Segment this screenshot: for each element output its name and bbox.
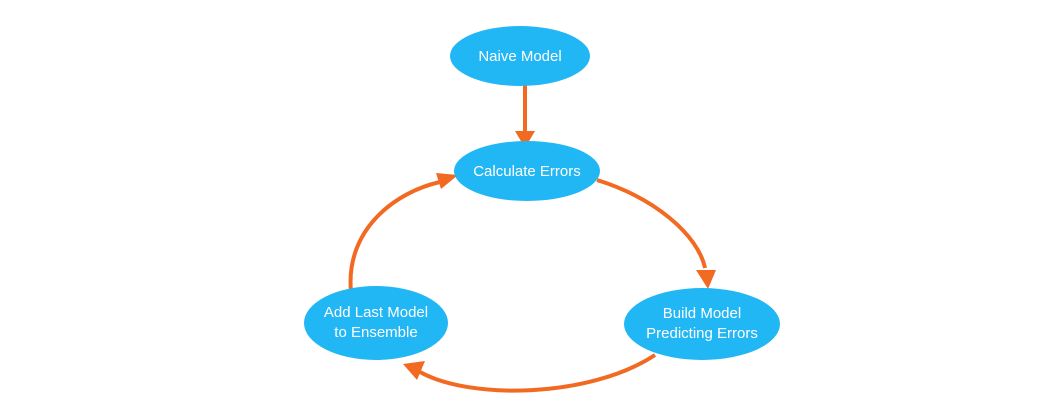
edge-calculate-to-build (596, 178, 707, 269)
node-naive-model: Naive Model (450, 26, 590, 86)
node-add-last-model: Add Last Model to Ensemble (304, 286, 448, 360)
edge-build-to-add (419, 353, 657, 393)
add-last-model-label-line2: to Ensemble (334, 324, 417, 341)
naive-model-label: Naive Model (478, 48, 561, 65)
edge-add-to-calculate (348, 180, 441, 293)
arrowhead-naive-to-calculate (515, 131, 535, 148)
calculate-errors-shape (454, 141, 600, 201)
naive-model-shape (450, 26, 590, 86)
build-model-label-line1: Build Model (663, 305, 741, 322)
arrowhead-build-to-add (403, 361, 425, 380)
arrowhead-calculate-to-build (696, 270, 716, 289)
node-calculate-errors: Calculate Errors (454, 141, 600, 201)
calculate-errors-label: Calculate Errors (473, 163, 581, 180)
add-last-model-label-line1: Add Last Model (324, 304, 428, 321)
node-build-model: Build Model Predicting Errors (624, 288, 780, 360)
arrowhead-add-to-calculate (436, 173, 458, 189)
add-last-model-shape (304, 286, 448, 360)
build-model-shape (624, 288, 780, 360)
build-model-label-line2: Predicting Errors (646, 325, 758, 342)
edges (348, 83, 716, 393)
